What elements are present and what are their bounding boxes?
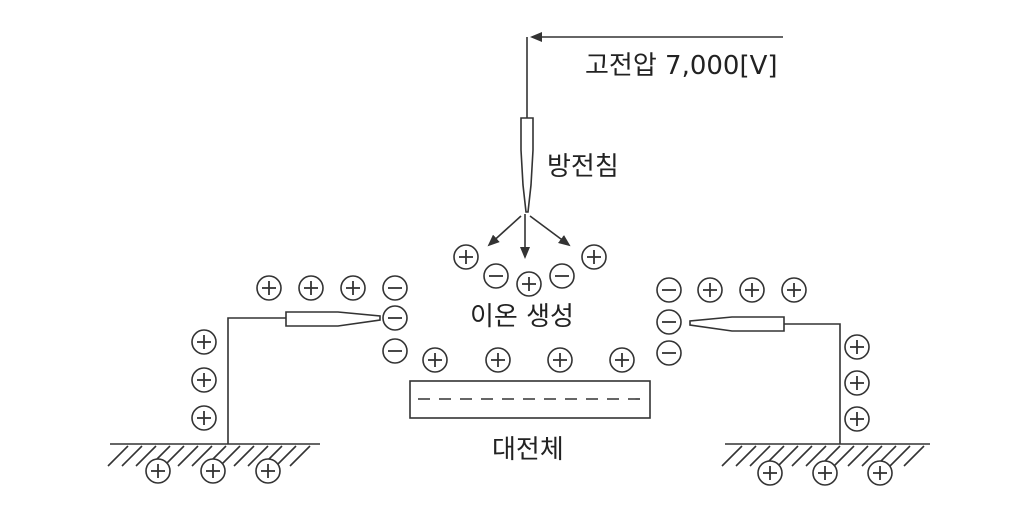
- hatch-line: [805, 445, 827, 467]
- positive-ion: [781, 277, 807, 303]
- positive-ion: [812, 460, 838, 486]
- hatch-line: [135, 445, 157, 467]
- hatch-line: [861, 445, 883, 467]
- positive-ion: [516, 271, 542, 297]
- hatch-line: [749, 445, 771, 467]
- charged-body-label: 대전체: [492, 435, 564, 465]
- voltage-supply: 고전압 7,000[V]: [526, 32, 783, 118]
- negative-ion: [656, 309, 682, 335]
- positive-ion: [191, 367, 217, 393]
- hatch-line: [777, 445, 799, 467]
- positive-ion: [453, 244, 479, 270]
- positive-ion: [340, 275, 366, 301]
- negative-ion: [382, 338, 408, 364]
- negative-ion: [483, 263, 509, 289]
- positive-ion: [739, 277, 765, 303]
- negative-ion: [382, 305, 408, 331]
- left-electrode: [107, 311, 381, 467]
- emission-arrow-right: [529, 215, 571, 247]
- positive-ion: [191, 329, 217, 355]
- hatch-line: [847, 445, 869, 467]
- hatch-line: [791, 445, 813, 467]
- charged-body: 대전체: [409, 380, 651, 465]
- left-ground-wire: [227, 317, 286, 444]
- right-electrode: [689, 316, 930, 467]
- hatch-line: [721, 445, 743, 467]
- positive-ion: [609, 347, 635, 373]
- hatch-line: [191, 445, 213, 467]
- positive-ion: [844, 334, 870, 360]
- hatch-line: [289, 445, 311, 467]
- negative-ion: [382, 275, 408, 301]
- emission-arrows: [487, 214, 571, 259]
- positive-ion: [844, 370, 870, 396]
- negative-ion: [656, 340, 682, 366]
- positive-ion: [485, 347, 511, 373]
- needle-label: 방전침: [547, 152, 619, 182]
- positive-ion: [298, 275, 324, 301]
- needle-body: [520, 117, 534, 213]
- hatch-line: [889, 445, 911, 467]
- positive-ion: [547, 347, 573, 373]
- hatch-line: [275, 445, 297, 467]
- voltage-label: 고전압 7,000[V]: [585, 51, 778, 81]
- positive-ion: [255, 458, 281, 484]
- positive-ion: [844, 406, 870, 432]
- ion-generation-label: 이온 생성: [470, 302, 574, 332]
- hatch-line: [903, 445, 925, 467]
- hatch-line: [233, 445, 255, 467]
- positive-ion: [867, 460, 893, 486]
- positive-ion: [422, 347, 448, 373]
- emission-arrow-left: [487, 215, 522, 247]
- discharge-needle: 방전침: [520, 117, 619, 213]
- hatch-line: [121, 445, 143, 467]
- negative-ion: [656, 277, 682, 303]
- positive-ion: [697, 277, 723, 303]
- positive-ion: [200, 458, 226, 484]
- hatch-line: [833, 445, 855, 467]
- hatch-line: [219, 445, 241, 467]
- positive-ion: [757, 460, 783, 486]
- right-ground-wire: [784, 323, 841, 444]
- positive-ion: [581, 244, 607, 270]
- positive-ion: [145, 458, 171, 484]
- negative-ion: [549, 263, 575, 289]
- hatch-line: [735, 445, 757, 467]
- right-electrode-tip: [689, 316, 785, 332]
- positive-ion: [256, 275, 282, 301]
- hatch-line: [247, 445, 269, 467]
- ion-symbols: [145, 244, 893, 486]
- left-electrode-tip: [285, 311, 381, 327]
- positive-ion: [191, 405, 217, 431]
- hatch-line: [107, 445, 129, 467]
- charged-body-plate: [409, 380, 651, 419]
- hatch-line: [177, 445, 199, 467]
